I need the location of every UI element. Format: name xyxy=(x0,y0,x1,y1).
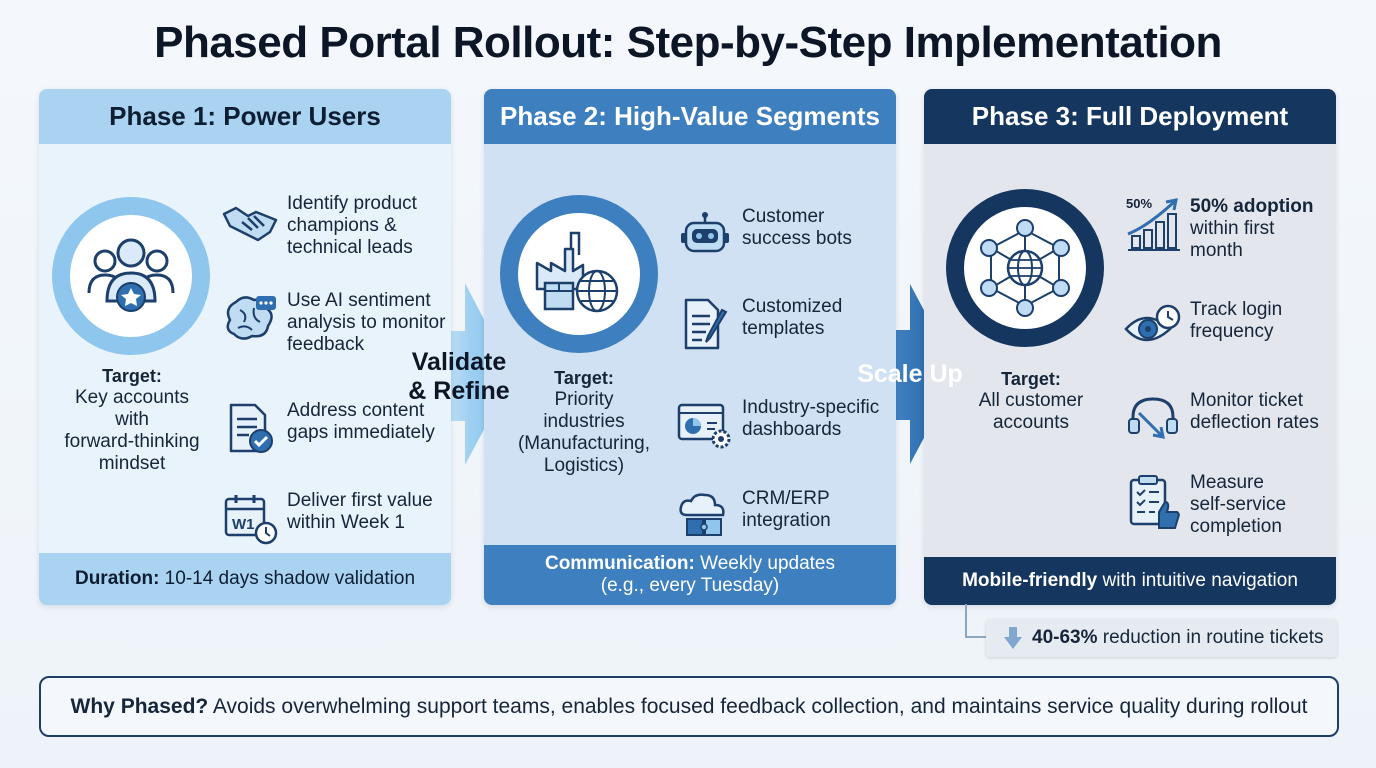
phase-1-item-first-value: W1 Deliver first value within Week 1 xyxy=(221,490,433,548)
arrow-down-icon xyxy=(1004,627,1022,649)
ai-brain-icon xyxy=(221,290,279,348)
phase-1-target: Target: Key accounts with forward-thinki… xyxy=(64,366,200,474)
phase-2-target: Target: Priority industries (Manufacturi… xyxy=(517,368,650,476)
phase-3-item-login: Track login frequency xyxy=(1124,299,1282,357)
eye-clock-icon xyxy=(1124,299,1182,357)
power-users-badge xyxy=(52,197,210,355)
headset-arrow-icon xyxy=(1124,390,1182,448)
phase-3-target: Target: All customer accounts xyxy=(978,369,1084,433)
phase-2-card: Phase 2: High-Value Segments Target: Pri… xyxy=(484,89,896,605)
segments-badge xyxy=(500,195,658,353)
phase-1-item-ai-sentiment: Use AI sentiment analysis to monitor fee… xyxy=(221,290,445,356)
network-globe-icon xyxy=(980,219,1070,317)
svg-text:50%: 50% xyxy=(1126,196,1152,211)
document-check-icon xyxy=(221,400,279,458)
phase-2-item-bots: Customer success bots xyxy=(676,206,852,264)
phase-1-item-content-gaps: Address content gaps immediately xyxy=(221,400,435,458)
page-title: Phased Portal Rollout: Step-by-Step Impl… xyxy=(154,18,1222,67)
factory-globe-icon xyxy=(535,231,619,313)
phase-2-communication: Communication: Weekly updates (e.g., eve… xyxy=(484,545,896,605)
full-deployment-badge xyxy=(946,189,1104,347)
user-group-star-icon xyxy=(87,238,175,312)
phase-2-body: Target: Priority industries (Manufacturi… xyxy=(484,144,896,545)
svg-text:W1: W1 xyxy=(232,516,255,533)
phase-3-card: Phase 3: Full Deployment xyxy=(924,89,1336,605)
robot-icon xyxy=(676,206,734,264)
validate-refine-label: Validate & Refine xyxy=(408,348,510,405)
phase-2-item-templates: Customized templates xyxy=(676,296,842,354)
why-phased-box: Why Phased? Avoids overwhelming support … xyxy=(39,676,1339,737)
phase-2-item-dashboards: Industry-specific dashboards xyxy=(676,397,879,455)
phase-3-item-deflection: Monitor ticket deflection rates xyxy=(1124,390,1319,448)
growth-chart-icon: 50% xyxy=(1124,196,1182,254)
phase-3-item-self-service: Measure self-service completion xyxy=(1124,472,1286,538)
handshake-icon xyxy=(221,193,279,251)
document-pen-icon xyxy=(676,296,734,354)
callout-connector xyxy=(965,604,988,638)
calendar-week1-icon: W1 xyxy=(221,490,279,548)
dashboard-gear-icon xyxy=(676,397,734,455)
clipboard-thumbs-up-icon xyxy=(1124,472,1182,530)
ticket-reduction-callout: 40-63% reduction in routine tickets xyxy=(986,619,1337,657)
cloud-puzzle-icon xyxy=(676,488,734,546)
scale-up-label: Scale Up xyxy=(857,360,963,388)
phase-1-duration: Duration: 10-14 days shadow validation xyxy=(39,553,451,605)
phase-2-header: Phase 2: High-Value Segments xyxy=(484,89,896,144)
phase-3-header: Phase 3: Full Deployment xyxy=(924,89,1336,144)
phase-1-card: Phase 1: Power Users Target: Key account… xyxy=(39,89,451,605)
phase-2-item-crm: CRM/ERP integration xyxy=(676,488,831,546)
phase-1-item-champions: Identify product champions & technical l… xyxy=(221,193,417,259)
phase-1-body: Target: Key accounts with forward-thinki… xyxy=(39,144,451,553)
phase-1-header: Phase 1: Power Users xyxy=(39,89,451,144)
phase-3-body: Target: All customer accounts 50% 50% ad… xyxy=(924,144,1336,557)
phase-3-item-adoption: 50% 50% adoption within first month xyxy=(1124,196,1314,261)
phase-3-mobile: Mobile-friendly with intuitive navigatio… xyxy=(924,557,1336,605)
